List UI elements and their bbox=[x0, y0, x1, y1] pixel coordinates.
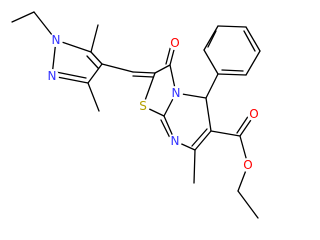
bond-carboxyl-o-inner bbox=[236, 114, 250, 134]
bond-c5-c4-inner bbox=[86, 55, 99, 69]
bond-ph-3-4 bbox=[245, 26, 261, 52]
bond-c6-carboxyl bbox=[210, 130, 241, 137]
bond-c5-c4-double bbox=[90, 51, 103, 65]
bond-c4-c3 bbox=[87, 63, 103, 84]
atom-o-carbonyl-label: O bbox=[170, 36, 179, 50]
bond-c5-c6 bbox=[205, 97, 212, 132]
atom-n1-label: N bbox=[52, 33, 61, 47]
atom-o-ester-label: O bbox=[243, 158, 252, 172]
bond-ph-4-5 bbox=[217, 25, 247, 28]
atom-n2-label: N bbox=[48, 69, 57, 83]
bond-c3-methyl bbox=[87, 82, 100, 112]
bonds bbox=[11, 11, 261, 219]
bond-ph-inner-c bbox=[207, 30, 217, 48]
bond-c4-ch bbox=[101, 63, 134, 73]
bond-ph-1-2 bbox=[217, 73, 247, 76]
atom-labels: N N S O N N O O bbox=[45, 33, 261, 172]
bond-c7-methyl bbox=[193, 149, 196, 184]
bond-ethyl-ch3 bbox=[11, 11, 35, 23]
bond-c5-phenyl bbox=[205, 73, 219, 99]
bond-n8-c8a-inner bbox=[160, 119, 172, 141]
molecule-structure-diagram: N N S O N N O O bbox=[11, 11, 261, 219]
bond-ch-c2-inner bbox=[132, 75, 154, 78]
bond-c6-c7-inner bbox=[191, 128, 208, 147]
bond-c5-methyl bbox=[90, 24, 99, 53]
atom-o-carbonyl: O bbox=[168, 36, 182, 50]
atom-n2: N bbox=[45, 69, 59, 83]
bond-ph-6-1 bbox=[203, 49, 219, 75]
atom-n-bridgehead: N bbox=[169, 86, 183, 100]
bond-ch-c2-double bbox=[132, 71, 156, 74]
bond-ph-inner-b bbox=[243, 30, 256, 52]
atom-o-ester-carbonyl-label: O bbox=[249, 107, 258, 121]
bond-c3-n2-inner bbox=[55, 71, 87, 79]
bond-ch2-ch3 bbox=[237, 190, 259, 219]
atom-n-bridgehead-label: N bbox=[172, 86, 181, 100]
atom-n-imine-label: N bbox=[171, 134, 180, 148]
atom-o-ester-carbonyl: O bbox=[247, 107, 261, 121]
bond-ph-2-3 bbox=[245, 50, 261, 76]
atom-n1: N bbox=[49, 33, 63, 47]
atom-o-ester: O bbox=[241, 158, 255, 172]
bond-ph-5-6 bbox=[203, 25, 219, 51]
bond-c3-o-inner bbox=[165, 44, 172, 65]
bond-c3-c2 bbox=[154, 64, 171, 74]
atom-s-label: S bbox=[139, 99, 147, 113]
atom-s: S bbox=[136, 99, 150, 113]
bond-ph-inner-a bbox=[221, 69, 244, 72]
atom-n-imine: N bbox=[168, 134, 182, 148]
bond-c6-c7-double bbox=[194, 130, 212, 151]
